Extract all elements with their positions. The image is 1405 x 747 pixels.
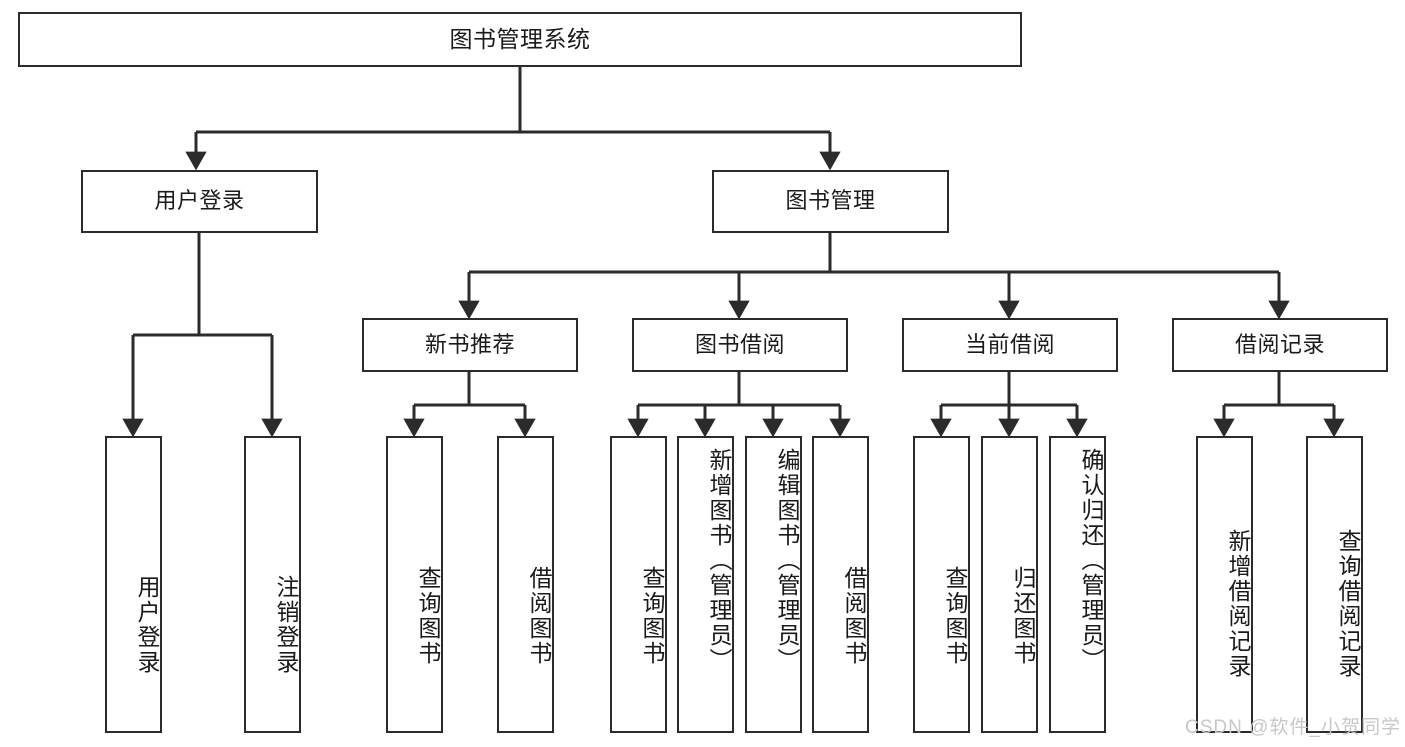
node-current-borrow[interactable]: 当前借阅 bbox=[902, 318, 1118, 372]
csdn-watermark: CSDN @软件_小贺同学 bbox=[1185, 717, 1401, 738]
leaf-user-logout[interactable]: 注销登录 bbox=[244, 436, 301, 733]
leaf-query-borrow-record[interactable]: 查询借阅记录 bbox=[1306, 436, 1363, 733]
leaf-add-borrow-record[interactable]: 新增借阅记录 bbox=[1196, 436, 1253, 733]
leaf-add-book-admin[interactable]: 新增图书（管理员） bbox=[677, 436, 734, 733]
node-root-book-management-system[interactable]: 图书管理系统 bbox=[18, 12, 1022, 67]
leaf-query-book-recommend[interactable]: 查询图书 bbox=[386, 436, 443, 733]
node-book-borrow[interactable]: 图书借阅 bbox=[632, 318, 848, 372]
leaf-edit-book-admin[interactable]: 编辑图书（管理员） bbox=[745, 436, 802, 733]
leaf-return-book[interactable]: 归还图书 bbox=[981, 436, 1038, 733]
node-borrow-record[interactable]: 借阅记录 bbox=[1172, 318, 1388, 372]
node-user-login[interactable]: 用户登录 bbox=[81, 170, 318, 233]
leaf-borrow-book-recommend[interactable]: 借阅图书 bbox=[497, 436, 554, 733]
node-new-book-recommend[interactable]: 新书推荐 bbox=[362, 318, 578, 372]
leaf-query-book-current[interactable]: 查询图书 bbox=[913, 436, 970, 733]
leaf-query-book-borrow[interactable]: 查询图书 bbox=[610, 436, 667, 733]
leaf-borrow-book[interactable]: 借阅图书 bbox=[812, 436, 869, 733]
leaf-user-login[interactable]: 用户登录 bbox=[105, 436, 162, 733]
node-book-management[interactable]: 图书管理 bbox=[712, 170, 949, 233]
leaf-confirm-return-admin[interactable]: 确认归还（管理员） bbox=[1049, 436, 1106, 733]
